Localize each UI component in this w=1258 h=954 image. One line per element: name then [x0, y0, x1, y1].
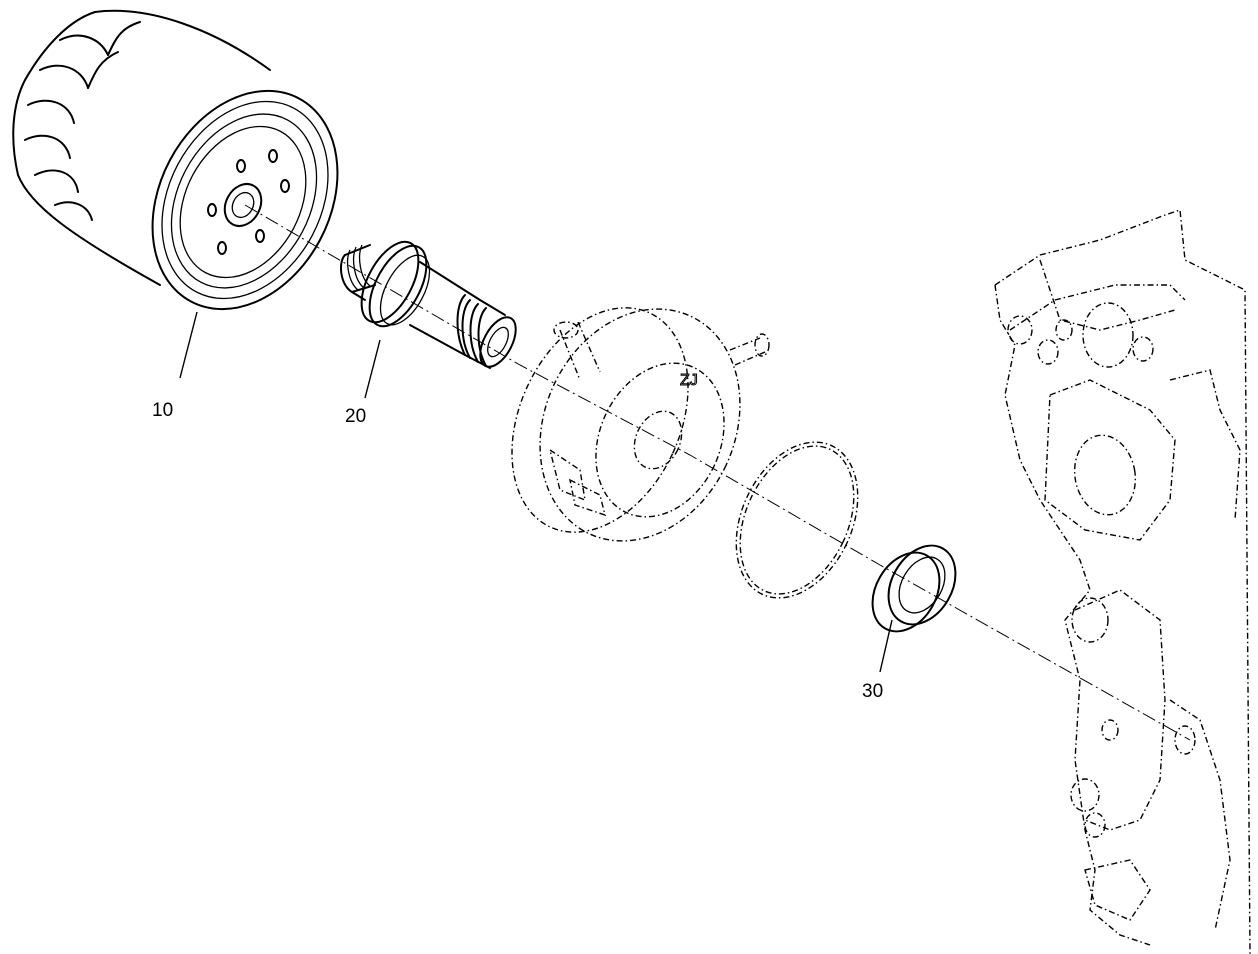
callout-30: 30 [862, 681, 883, 702]
engine-block-part [994, 209, 1251, 954]
oil-filter-part [12, 9, 339, 379]
assembly-axis-line [244, 204, 1191, 741]
leader-line-30 [879, 619, 893, 673]
threaded-fitting-part [339, 240, 517, 399]
leader-line-10 [179, 311, 198, 379]
o-ring-part [735, 441, 859, 599]
o-ring-inner [739, 445, 855, 595]
svg-text:ZJ: ZJ [680, 372, 698, 389]
seal-ring-part [871, 544, 957, 673]
callout-20: 20 [345, 406, 366, 427]
oil-cooler-part: ZJ [511, 307, 770, 542]
leader-line-20 [364, 339, 381, 399]
callout-10: 10 [152, 400, 173, 421]
